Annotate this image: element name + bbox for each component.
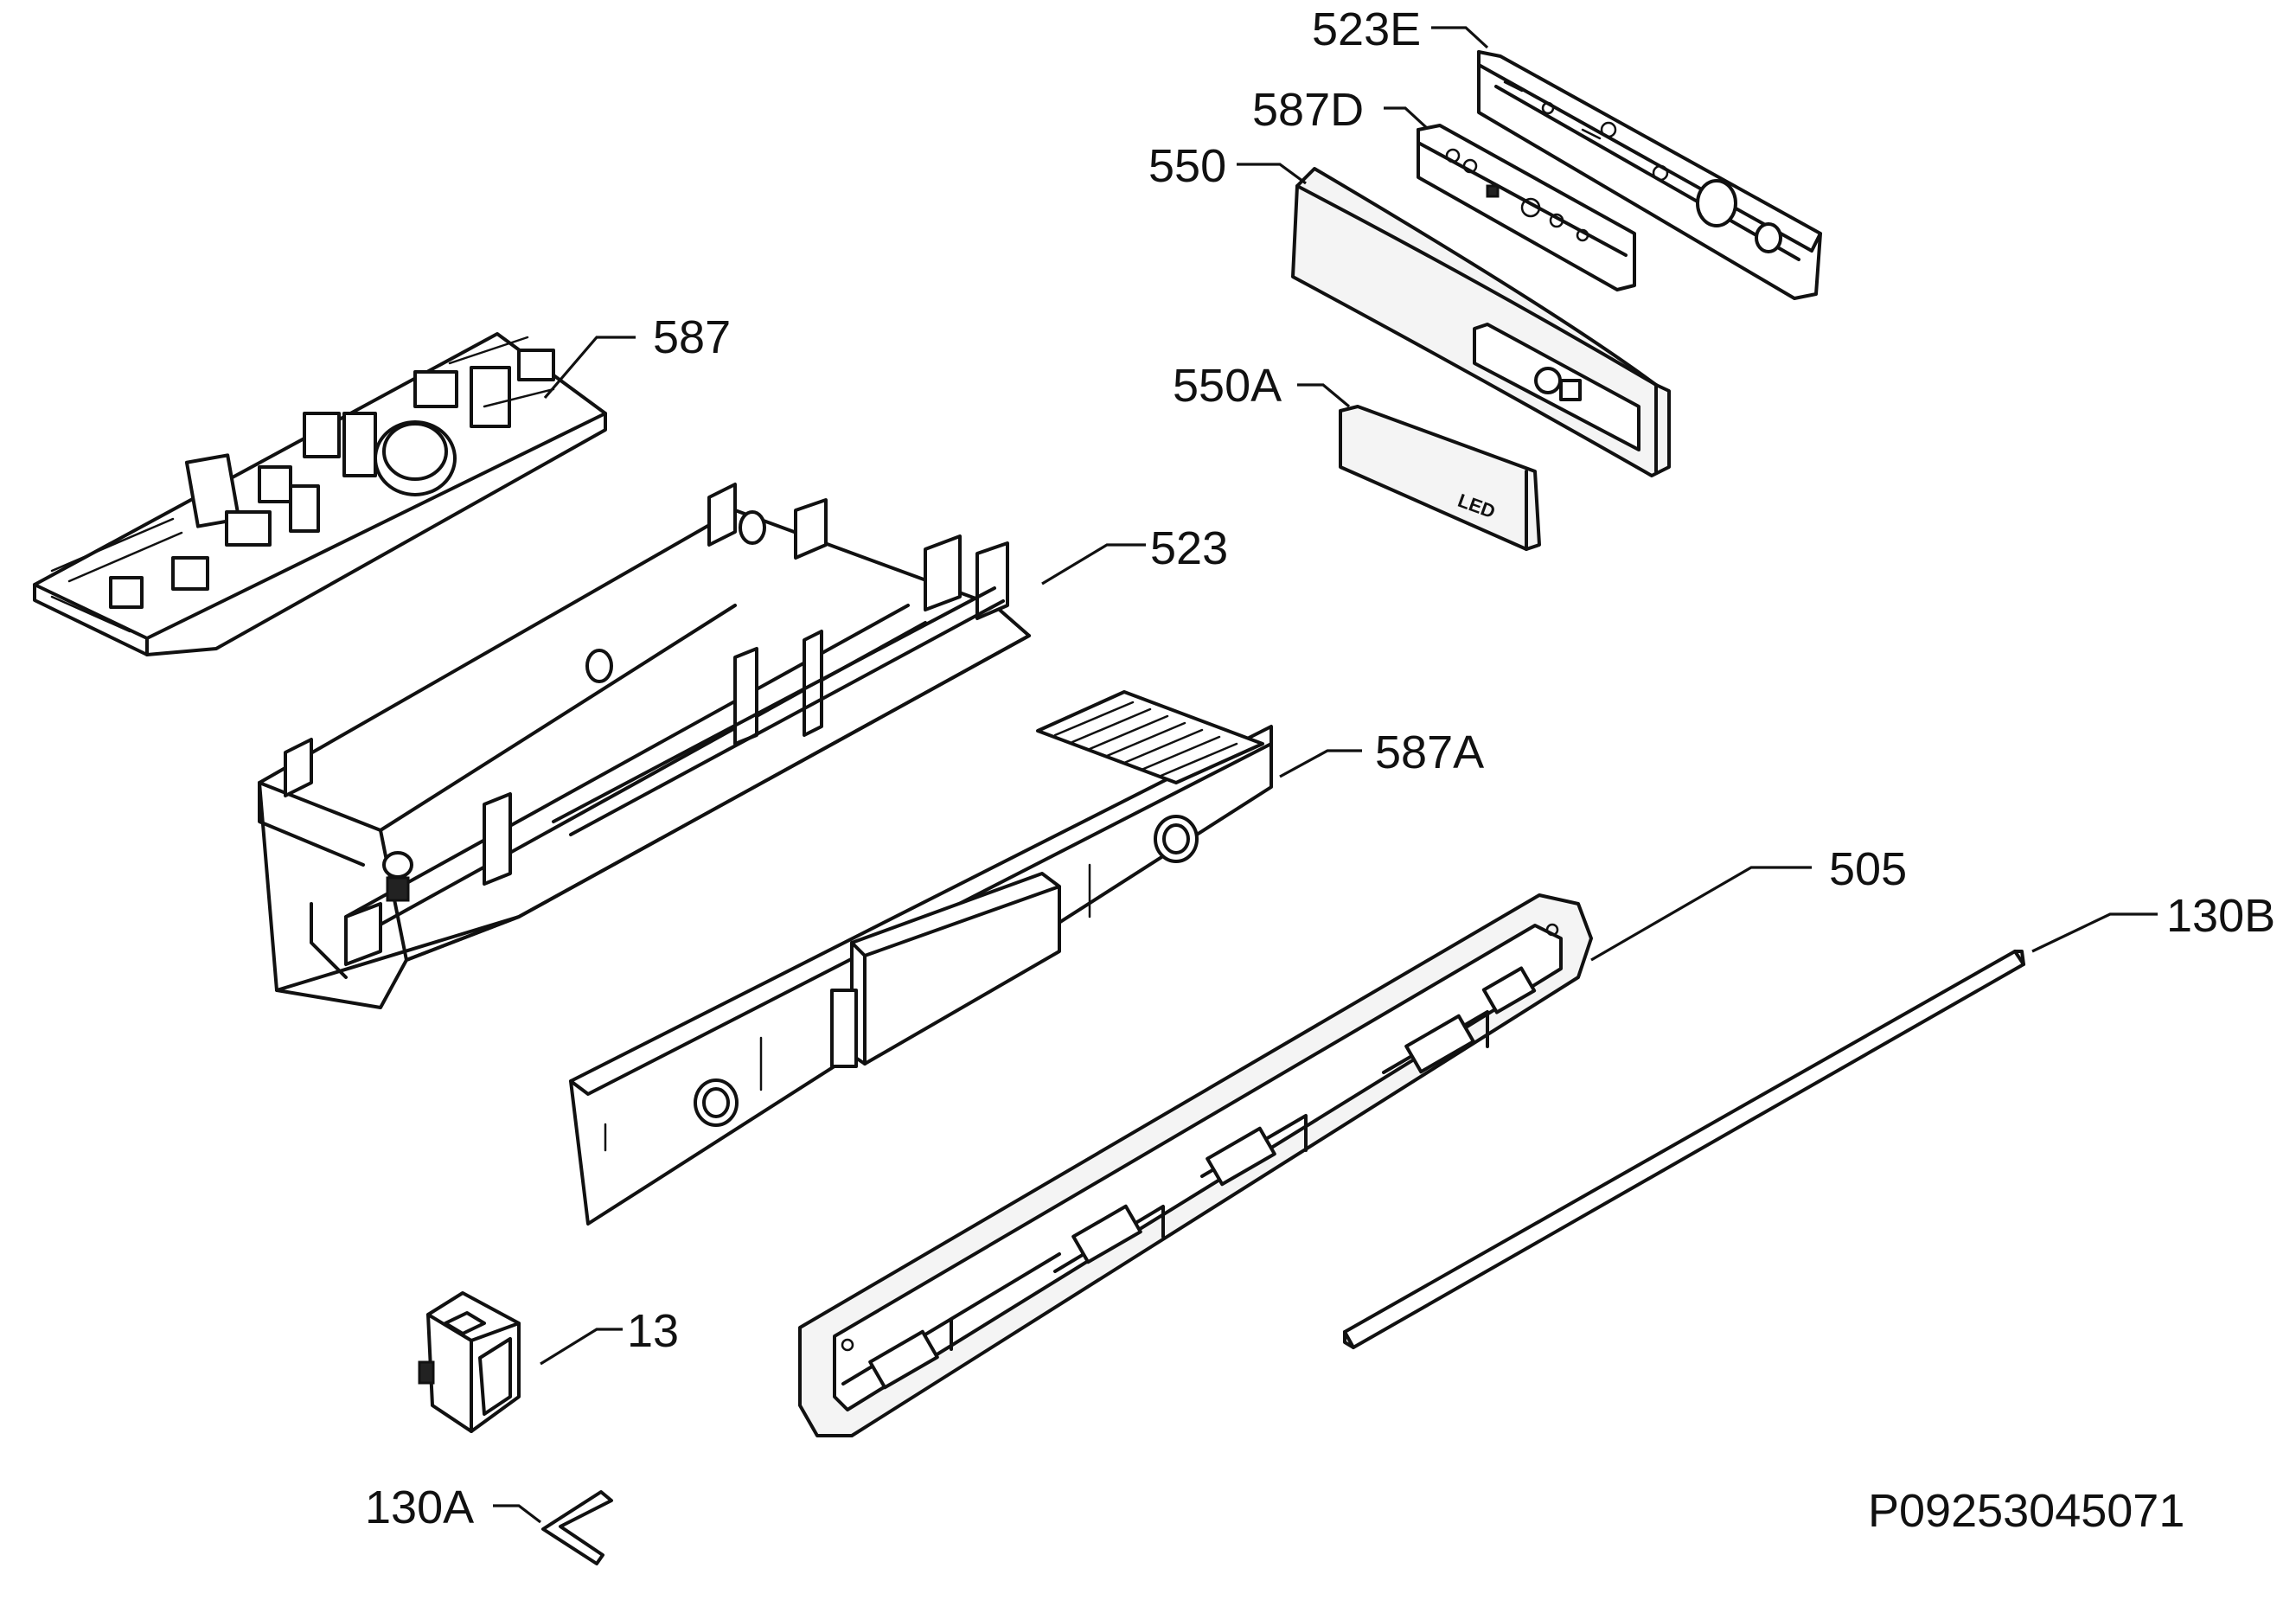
label-523: 523 (1150, 522, 1228, 574)
part-130a-corner (541, 1490, 613, 1565)
part-13-switch (418, 1291, 521, 1433)
label-550: 550 (1148, 140, 1226, 192)
label-587d: 587D (1252, 84, 1364, 136)
part-labels: 523E 587D 550 550A 587 523 587A 505 130B… (365, 3, 2275, 1537)
part-130b-strip (1343, 950, 2025, 1349)
led-module (868, 966, 1537, 1390)
label-587: 587 (653, 311, 731, 363)
part-505-frame (798, 893, 1593, 1437)
label-13: 13 (627, 1305, 679, 1357)
label-550a: 550A (1173, 360, 1282, 412)
part-523-housing (258, 483, 1031, 1009)
part-550-panel (1291, 167, 1671, 477)
leader-lines (493, 26, 2158, 1524)
part-587a-display-pcb (569, 690, 1273, 1226)
part-523e-bracket (1477, 50, 1822, 300)
part-587-pcb (33, 332, 607, 656)
label-130a: 130A (365, 1482, 474, 1533)
label-130b: 130B (2166, 890, 2275, 942)
label-523e: 523E (1312, 3, 1421, 55)
part-550a-led-button: LED (1339, 405, 1541, 551)
part-587d-pcb (1417, 124, 1636, 291)
label-587a: 587A (1375, 726, 1484, 778)
drawing-number: P09253045071 (1868, 1485, 2184, 1537)
label-505: 505 (1829, 843, 1907, 895)
